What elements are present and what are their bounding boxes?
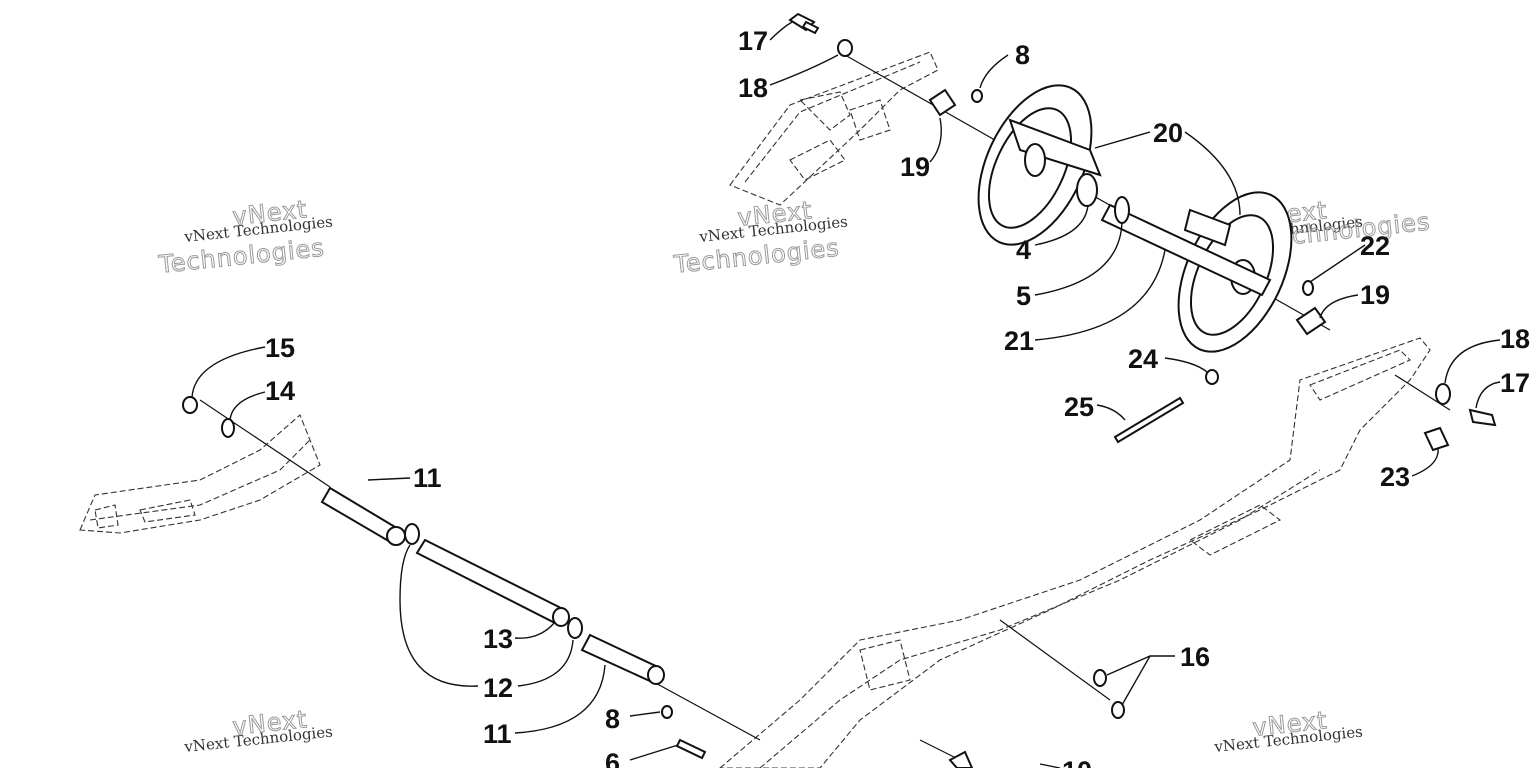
callout-4: 4 xyxy=(1016,235,1031,265)
callout-11-top: 11 xyxy=(413,463,442,493)
callout-8-top: 8 xyxy=(1015,40,1030,70)
washer-18-right xyxy=(1435,383,1451,405)
callout-16: 16 xyxy=(1180,642,1210,672)
callout-11-bottom: 11 xyxy=(483,719,512,749)
callout-5: 5 xyxy=(1016,281,1031,311)
rear-axle xyxy=(1100,203,1272,297)
front-shaft-centerline-right xyxy=(649,679,761,741)
right-slide-rail xyxy=(719,337,1431,768)
callout-17-top: 17 xyxy=(738,26,768,56)
callout-19-top: 19 xyxy=(900,152,930,182)
bolt-10-centerline xyxy=(919,739,961,761)
ring-12-right xyxy=(567,617,583,639)
bumper-16-bottom xyxy=(1111,701,1125,719)
callout-20: 20 xyxy=(1153,118,1183,148)
cap-23 xyxy=(1423,426,1450,452)
callout-24: 24 xyxy=(1128,344,1158,374)
nut-15 xyxy=(182,396,198,414)
watermark: vNext vNext Technologies Technologies xyxy=(671,196,848,280)
svg-text:Technologies: Technologies xyxy=(672,234,841,279)
callout-labels: 17 18 8 19 20 4 5 21 22 19 24 25 18 17 2… xyxy=(265,26,1530,768)
watermark: vNext vNext Technologies xyxy=(1213,706,1364,756)
callout-17-right: 17 xyxy=(1500,368,1530,398)
nut-8-top xyxy=(971,89,983,103)
bolt-17-top xyxy=(788,12,820,35)
callout-10: 10 xyxy=(1062,756,1092,768)
ring-12-left xyxy=(404,523,420,545)
idler-wheel-left xyxy=(977,84,1102,246)
callout-19-right: 19 xyxy=(1360,280,1390,310)
bolt-6 xyxy=(675,738,707,760)
callout-18-top: 18 xyxy=(738,73,768,103)
bushing-19-top xyxy=(928,88,957,117)
bumper-16-top xyxy=(1093,669,1107,687)
bolt-22 xyxy=(1302,280,1314,296)
bumper-centerline xyxy=(999,619,1111,701)
washer-18-top xyxy=(837,39,853,57)
snap-ring-5 xyxy=(1114,196,1130,224)
callout-15: 15 xyxy=(265,333,295,363)
svg-text:Technologies: Technologies xyxy=(157,234,326,279)
bolt-10 xyxy=(948,750,974,768)
spacer-11-right xyxy=(580,633,665,685)
bearing-4 xyxy=(1076,173,1098,207)
callout-8-bottom: 8 xyxy=(605,704,620,734)
watermark: vNext vNext Technologies Technologies xyxy=(156,195,333,280)
bolt-17-right xyxy=(1468,408,1497,427)
nut-24 xyxy=(1205,369,1219,385)
leader-lines xyxy=(191,21,1501,768)
front-shaft-centerline-left xyxy=(199,399,331,488)
callout-6: 6 xyxy=(605,748,620,768)
nut-8-bottom xyxy=(661,705,673,719)
washer-14 xyxy=(221,418,235,438)
callout-18-right: 18 xyxy=(1500,324,1530,354)
watermark: vNext vNext Technologies xyxy=(183,705,334,756)
callout-23: 23 xyxy=(1380,462,1410,492)
spacer-11-left xyxy=(320,486,406,546)
callout-25: 25 xyxy=(1064,392,1094,422)
callout-21: 21 xyxy=(1004,326,1034,356)
upper-left-rail xyxy=(729,51,939,206)
long-bolt-25 xyxy=(1113,396,1185,444)
callout-12: 12 xyxy=(483,673,513,703)
callout-13: 13 xyxy=(483,624,513,654)
bushing-19-right xyxy=(1295,306,1327,336)
callout-14: 14 xyxy=(265,376,295,406)
shaft-13 xyxy=(415,538,570,627)
left-slide-rail xyxy=(79,414,321,534)
callout-22: 22 xyxy=(1360,231,1390,261)
